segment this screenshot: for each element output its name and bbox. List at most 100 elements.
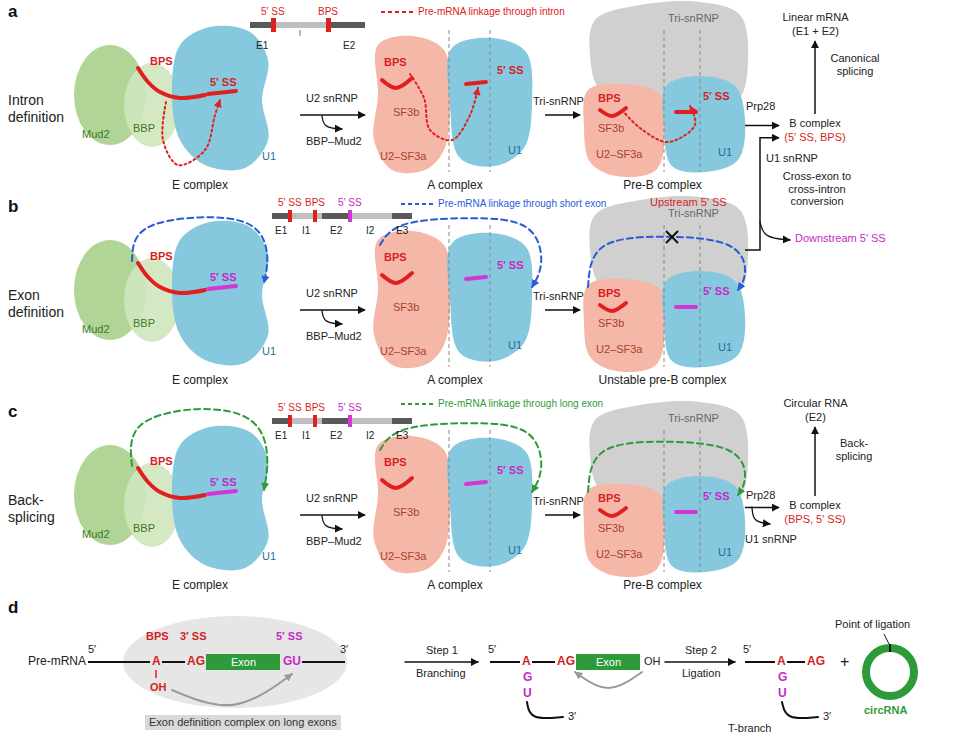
bps-rna [382, 273, 412, 283]
five-ss-rna [208, 286, 236, 289]
label-text: 5′ SS [497, 64, 524, 77]
legend-text: Pre-mRNA linkage through long exon [438, 398, 603, 410]
u1-snrnp-blob [662, 476, 745, 572]
label-text: U1 [262, 345, 276, 358]
process-arrow [300, 114, 365, 116]
label-text: E2 [343, 40, 355, 52]
label-text: SF3b [598, 317, 624, 330]
legend-dash [381, 11, 414, 13]
complex-group: E complex [100, 415, 300, 592]
u1-snrnp-blob [662, 76, 745, 172]
label-text: Exon definition [8, 287, 80, 321]
label-text: 3′ SS [180, 630, 207, 643]
intron-bar [350, 213, 392, 219]
product-box: B complex(BPS, 5′ SS) [779, 496, 851, 529]
label-text: BBP–Mud2 [306, 135, 362, 148]
exon-block [206, 654, 280, 670]
label-text: U2–SF3a [596, 148, 642, 161]
node-text: (E2) [805, 411, 826, 424]
axis-line [490, 430, 491, 572]
process-arrow [545, 514, 580, 516]
label-text: 5′ [88, 643, 96, 656]
label-text: E1 [256, 40, 268, 52]
label-text: SF3b [393, 506, 419, 519]
legend-line-sample [400, 199, 438, 209]
label-text: SF3b [598, 122, 624, 135]
five-ss-rna [208, 91, 236, 94]
label-text: OH [150, 681, 167, 694]
product-box: Circular RNA(E2) [778, 394, 853, 427]
label-text: BPS [598, 492, 621, 505]
legend-line-sample [380, 7, 418, 17]
exon-linkage [588, 442, 745, 495]
intron-tail [527, 702, 563, 718]
label-text: 5′ SS [278, 402, 302, 414]
label-text: 5′ [743, 643, 751, 656]
exon-bar [272, 213, 290, 219]
exon-linkage [588, 237, 745, 290]
label-text: Tri-snRNP [668, 412, 719, 425]
label-text: I1 [302, 225, 310, 237]
axis-line [490, 225, 491, 367]
exon-bar [392, 418, 412, 424]
five-ss-rna [466, 482, 486, 484]
bbp-protein [124, 463, 180, 547]
edge-label: Tri-snRNP [533, 495, 584, 508]
label-text: 5′ SS [338, 402, 362, 414]
site-tick [300, 30, 301, 36]
label-text: BPS [318, 6, 338, 18]
label-text: U2–SF3a [380, 550, 426, 563]
label-text: c [8, 402, 17, 422]
intron-linkage [410, 74, 478, 140]
complex-group: E complex [100, 15, 300, 192]
label-text: BBP–Mud2 [306, 535, 362, 548]
label-text: SF3b [393, 106, 419, 119]
label-text: + [840, 653, 849, 671]
label-text: A [777, 655, 786, 669]
legend-dash [401, 203, 434, 205]
label-text: G [778, 671, 787, 685]
label-text: I2 [366, 430, 374, 442]
process-arrow [745, 125, 779, 127]
node-text: (BPS, 5′ SS) [784, 513, 845, 526]
label-text: 3′ [568, 710, 576, 723]
u1-snrnp-blob [662, 271, 745, 367]
label-text: AG [807, 655, 825, 669]
bps-rna [138, 68, 205, 98]
edge-label: U2 snRNP [306, 492, 358, 505]
edge-label: Back-splicing [825, 437, 883, 462]
label-text: 3′ [340, 643, 348, 656]
step-arrow [405, 661, 478, 663]
process-arrow [814, 41, 816, 114]
label-text: A [522, 655, 531, 669]
label-text: U2–SF3a [380, 150, 426, 163]
bps-rna [138, 468, 205, 498]
label-text: Exon [596, 656, 621, 669]
label-text: 5′ [488, 643, 496, 656]
process-arrow [545, 309, 580, 311]
label-text: E1 [275, 225, 287, 237]
edge-label: Canonical splicing [825, 52, 885, 77]
node-text: E complex [172, 178, 228, 192]
axis-line [449, 430, 450, 572]
process-arrow [545, 114, 580, 116]
label-text: Ligation [682, 667, 721, 680]
bps-rna [600, 303, 626, 311]
label-text: b [8, 197, 18, 217]
label-text: BBP [133, 122, 155, 135]
node-text: Pre-B complex [623, 578, 702, 592]
label-text: SF3b [393, 301, 419, 314]
label-text: BPS [384, 456, 407, 469]
label-text: E2 [330, 225, 342, 237]
label-text: BPS [150, 455, 173, 468]
legend-dash [401, 403, 434, 405]
axis-line [449, 225, 450, 367]
label-text: BPS [598, 92, 621, 105]
exon-linkage [131, 409, 267, 490]
label-text: 5′ SS [276, 630, 303, 643]
label-text: 5′ SS [210, 476, 237, 489]
label-text: circRNA [864, 704, 907, 717]
label-text: BPS [305, 402, 325, 414]
five-ss-rna [466, 82, 486, 84]
